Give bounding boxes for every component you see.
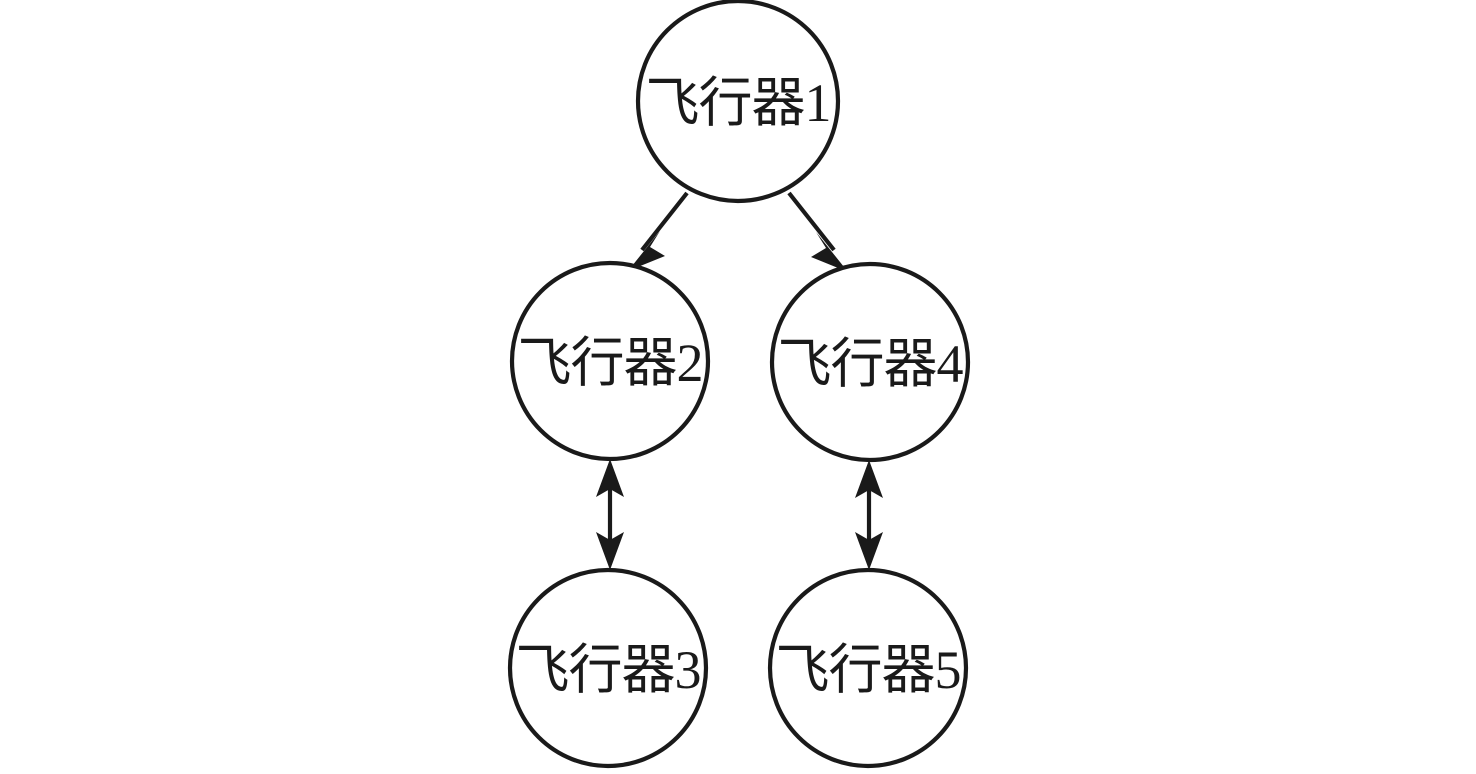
node-aircraft-2[interactable]: 飞行器2 [509, 260, 711, 462]
node-label-aircraft-5: 飞行器5 [776, 640, 961, 700]
arrow-head-down-right-column [855, 532, 883, 570]
edge-aircraft4-to-aircraft5 [855, 460, 883, 570]
node-aircraft-5[interactable]: 飞行器5 [767, 567, 969, 769]
node-label-aircraft-2: 飞行器2 [518, 333, 703, 393]
edge-aircraft2-to-aircraft3 [596, 459, 624, 570]
node-circle-aircraft-3[interactable] [507, 567, 709, 769]
edge-line-1-2 [640, 191, 689, 252]
node-circle-aircraft-5[interactable] [767, 567, 969, 769]
edge-aircraft1-to-aircraft4 [787, 191, 848, 272]
arrow-head-up-right-column [855, 460, 883, 498]
node-circle-aircraft-4[interactable] [769, 261, 971, 463]
arrow-head-down-left [628, 231, 665, 271]
node-aircraft-1[interactable]: 飞行器1 [635, 0, 841, 204]
node-circle-aircraft-2[interactable] [509, 260, 711, 462]
edge-line-1-4 [787, 191, 836, 252]
node-label-aircraft-3: 飞行器3 [516, 640, 701, 700]
node-aircraft-4[interactable]: 飞行器4 [769, 261, 971, 463]
node-circle-aircraft-1[interactable] [635, 0, 841, 204]
node-label-aircraft-4: 飞行器4 [778, 334, 964, 394]
node-aircraft-3[interactable]: 飞行器3 [507, 567, 709, 769]
arrow-head-up-left-column [596, 459, 624, 497]
node-label-aircraft-1: 飞行器1 [646, 73, 831, 133]
arrow-head-down-left-column [596, 532, 624, 570]
edge-aircraft1-to-aircraft2 [628, 191, 689, 271]
arrow-head-down-right [811, 232, 848, 272]
